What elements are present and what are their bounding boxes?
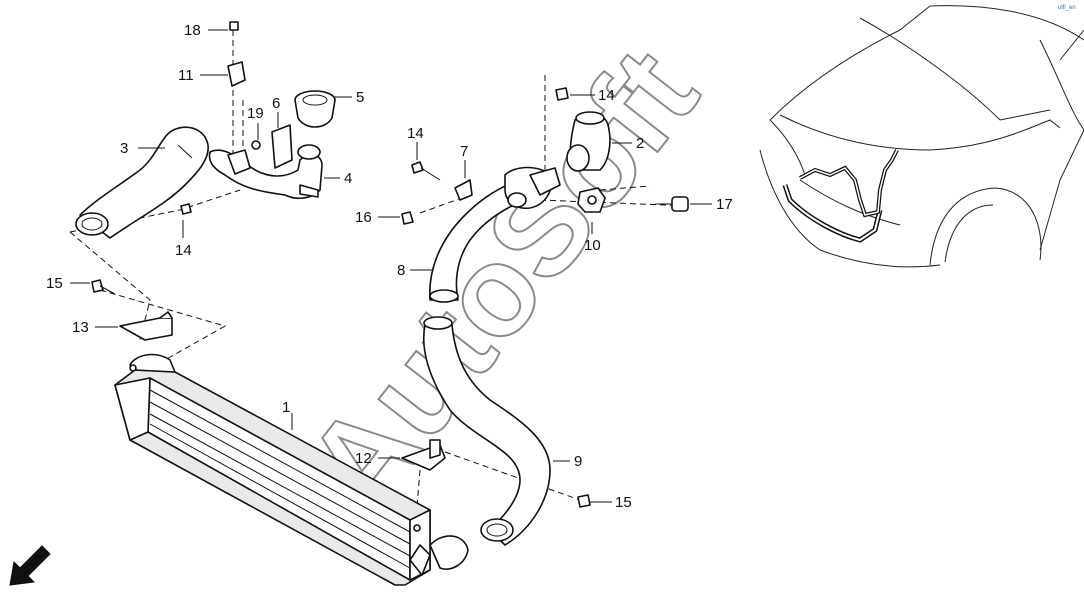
callout-17: 17 [716, 196, 733, 213]
callout-9: 9 [574, 453, 582, 470]
lower-hose-part-9 [422, 316, 551, 546]
sensor-part-10 [577, 187, 606, 213]
vehicle-location-inset [759, 5, 1084, 268]
callout-16: 16 [355, 209, 372, 226]
bolt-part-17 [655, 196, 689, 212]
bracket-part-7 [454, 179, 473, 201]
callout-14a: 14 [407, 125, 424, 142]
elbow-part-2 [566, 111, 611, 172]
callout-labels: 1 2 3 4 5 6 7 8 9 10 11 12 13 14 14 14 1… [46, 22, 733, 511]
callout-1: 1 [282, 399, 290, 416]
bracket-part-6 [271, 124, 293, 169]
front-direction-arrow-icon [9, 545, 51, 586]
callout-18: 18 [184, 22, 201, 39]
intercooler-part-1 [114, 353, 469, 586]
callout-15a: 15 [46, 275, 63, 292]
flange-part-5 [294, 90, 336, 128]
callout-7: 7 [460, 143, 468, 160]
callout-14c: 14 [175, 242, 192, 259]
callout-3: 3 [120, 140, 128, 157]
callout-19: 19 [247, 105, 264, 122]
callout-leaders [70, 29, 712, 503]
callout-14b: 14 [598, 87, 615, 104]
callout-5: 5 [356, 89, 364, 106]
callout-12: 12 [355, 450, 372, 467]
brackets-part-12-13 [119, 311, 446, 471]
hose-part-3 [75, 126, 209, 239]
callout-13: 13 [72, 319, 89, 336]
hardware-parts-11-18-19 [227, 21, 261, 175]
callout-6: 6 [272, 95, 280, 112]
callout-10: 10 [584, 237, 601, 254]
watermark: AutoSoft [279, 23, 724, 537]
callout-11: 11 [178, 67, 194, 84]
upper-pipe-part-8 [429, 166, 561, 303]
callout-4: 4 [344, 170, 352, 187]
bolts [91, 87, 591, 508]
callout-2: 2 [636, 135, 644, 152]
callout-8: 8 [397, 262, 405, 279]
corner-mark: ulfl_en [1058, 5, 1076, 11]
callout-15b: 15 [615, 494, 632, 511]
hose-part-4 [208, 144, 323, 200]
